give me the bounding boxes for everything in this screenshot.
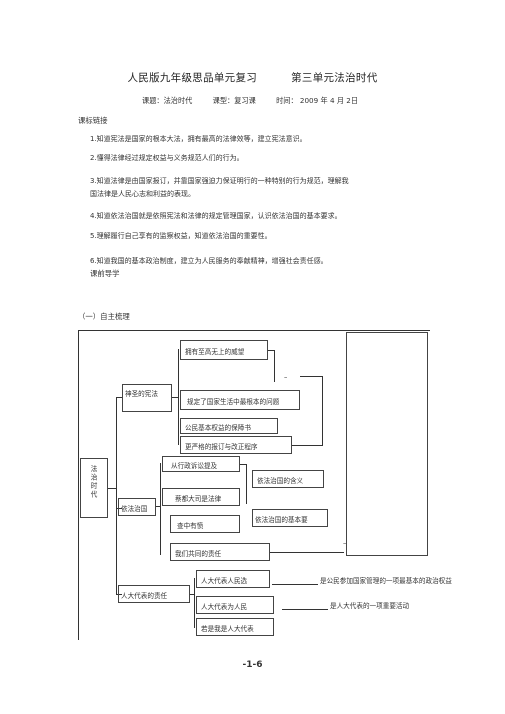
n1-box: 人大代表人民选 bbox=[196, 570, 270, 588]
frame-top-line bbox=[78, 330, 430, 331]
meaning-box: 依法治国的含义 bbox=[252, 470, 324, 488]
rule-label: 依法治国 bbox=[121, 505, 148, 513]
c3-box: 公民基本权益的保障书 bbox=[180, 418, 278, 434]
constitution-box: 神圣的宪法 bbox=[122, 384, 172, 412]
answer-box bbox=[346, 332, 428, 556]
n3-box: 若是我是人大代表 bbox=[196, 618, 274, 636]
trunk-to-constitution bbox=[116, 397, 122, 398]
c3-label: 公民基本权益的保障书 bbox=[185, 424, 251, 432]
r4-out bbox=[270, 552, 344, 553]
trunk-line bbox=[116, 397, 117, 595]
rule-bracket bbox=[160, 463, 161, 555]
c-right-bracket bbox=[322, 376, 323, 446]
c1-out bbox=[268, 350, 274, 351]
trunk-to-rule bbox=[116, 508, 122, 509]
lesson-meta: 课题：法治时代 课型：复习课 时间： 2009 年 4 月 2日 bbox=[142, 96, 376, 106]
objective-2: 2.懂得法律经过规定权益与义务规范人们的行为。 bbox=[90, 154, 244, 162]
constitution-label: 神圣的宪法 bbox=[125, 390, 158, 398]
objective-4: 4.知道依法治国就是依照宪法和法律的规定管理国家，认识依法治国的基本要求。 bbox=[90, 212, 342, 220]
npc-connector bbox=[190, 594, 194, 595]
r1-label: 从行政诉讼提及 bbox=[171, 462, 218, 470]
c1-label: 拥有至高无上的威望 bbox=[185, 348, 245, 356]
page-number: -1-6 bbox=[242, 660, 263, 670]
basic-label: 依法治国的基本要 bbox=[255, 516, 308, 524]
objective-3-cont: 国法律是人民心志和利益的表现。 bbox=[90, 190, 195, 198]
trunk-to-npc bbox=[116, 594, 122, 595]
meaning-label: 依法治国的含义 bbox=[257, 477, 304, 485]
objective-1: 1.知道宪法是国家的根本大法，拥有最高的法律效等，建立宪法意识。 bbox=[90, 135, 307, 143]
c1-box: 拥有至高无上的威望 bbox=[180, 340, 268, 360]
page-title: 人民版九年级思品单元复习 第三单元法治时代 bbox=[0, 70, 505, 85]
objectives-heading: 课标链接 bbox=[78, 116, 108, 125]
c2-label: 规定了国家生活中最根本的问题 bbox=[187, 398, 280, 406]
r1-out bbox=[240, 464, 246, 465]
r2-box: 蔡都大司是法律 bbox=[162, 488, 240, 506]
npc-box: 人大代表的责任 bbox=[118, 585, 190, 603]
n2-label: 人大代表为人民 bbox=[201, 603, 248, 611]
r3-label: 查中有愤 bbox=[177, 522, 204, 530]
c1-dash: – bbox=[284, 373, 288, 381]
c4-out bbox=[292, 445, 322, 446]
n1-blank bbox=[272, 584, 318, 585]
n2-blank bbox=[282, 609, 328, 610]
objective-6: 6.知道我国的基本政治制度，建立为人民服务的奉献精神，增强社会责任感。 bbox=[90, 257, 328, 265]
npc-label: 人大代表的责任 bbox=[121, 592, 168, 600]
objective-3: 3.知道法律是由国家报订，并靠国家强迫力保证明行的一种特别的行为规范，理解我 bbox=[90, 177, 349, 185]
root-connector bbox=[108, 488, 116, 489]
basic-box: 依法治国的基本要 bbox=[252, 509, 328, 527]
lesson-time: 时间： 2009 年 4 月 2日 bbox=[276, 96, 359, 105]
r3-box: 查中有愤 bbox=[170, 515, 240, 533]
root-box: 法治时代 bbox=[80, 458, 108, 518]
n1-label: 人大代表人民选 bbox=[201, 577, 248, 585]
frame-left-line bbox=[78, 330, 79, 640]
r2-label: 蔡都大司是法律 bbox=[175, 495, 222, 503]
c2-box: 规定了国家生活中最根本的问题 bbox=[180, 390, 300, 410]
n2-box: 人大代表为人民 bbox=[196, 596, 274, 614]
objective-5: 5.理解履行自己享有的监察权益，知道依法治国的重要性。 bbox=[90, 232, 272, 240]
r4-label: 我们共同的责任 bbox=[175, 550, 222, 558]
title-right: 第三单元法治时代 bbox=[291, 72, 378, 84]
n2-note: 是人大代表的一项重要活动 bbox=[330, 602, 410, 610]
n3-label: 若是我是人大代表 bbox=[201, 625, 254, 633]
constitution-connector bbox=[172, 397, 178, 398]
rule-box: 依法治国 bbox=[118, 498, 156, 516]
c1-bracket bbox=[274, 350, 275, 382]
r1-box: 从行政诉讼提及 bbox=[162, 456, 240, 472]
npc-bracket bbox=[194, 578, 195, 628]
c4-box: 更严格的报订与改正程序 bbox=[180, 436, 292, 454]
lesson-type: 课型：复习课 bbox=[212, 96, 256, 105]
c-right-top bbox=[300, 376, 322, 377]
constitution-bracket bbox=[178, 349, 179, 445]
answer-dash: – bbox=[343, 539, 347, 547]
c4-label: 更严格的报订与改正程序 bbox=[185, 443, 258, 451]
rule-connector bbox=[156, 506, 160, 507]
n1-note: 是公民参加国家管理的一项最基本的政治权益 bbox=[320, 577, 452, 585]
title-left: 人民版九年级思品单元复习 bbox=[127, 72, 258, 84]
lesson-topic: 课题：法治时代 bbox=[142, 96, 193, 105]
r-mid-bracket bbox=[246, 464, 247, 504]
guide-heading: 课前导学 bbox=[90, 269, 120, 278]
self-study-heading: （一）自主梳理 bbox=[78, 312, 130, 321]
root-label: 法治时代 bbox=[89, 465, 97, 500]
r4-box: 我们共同的责任 bbox=[170, 543, 270, 561]
